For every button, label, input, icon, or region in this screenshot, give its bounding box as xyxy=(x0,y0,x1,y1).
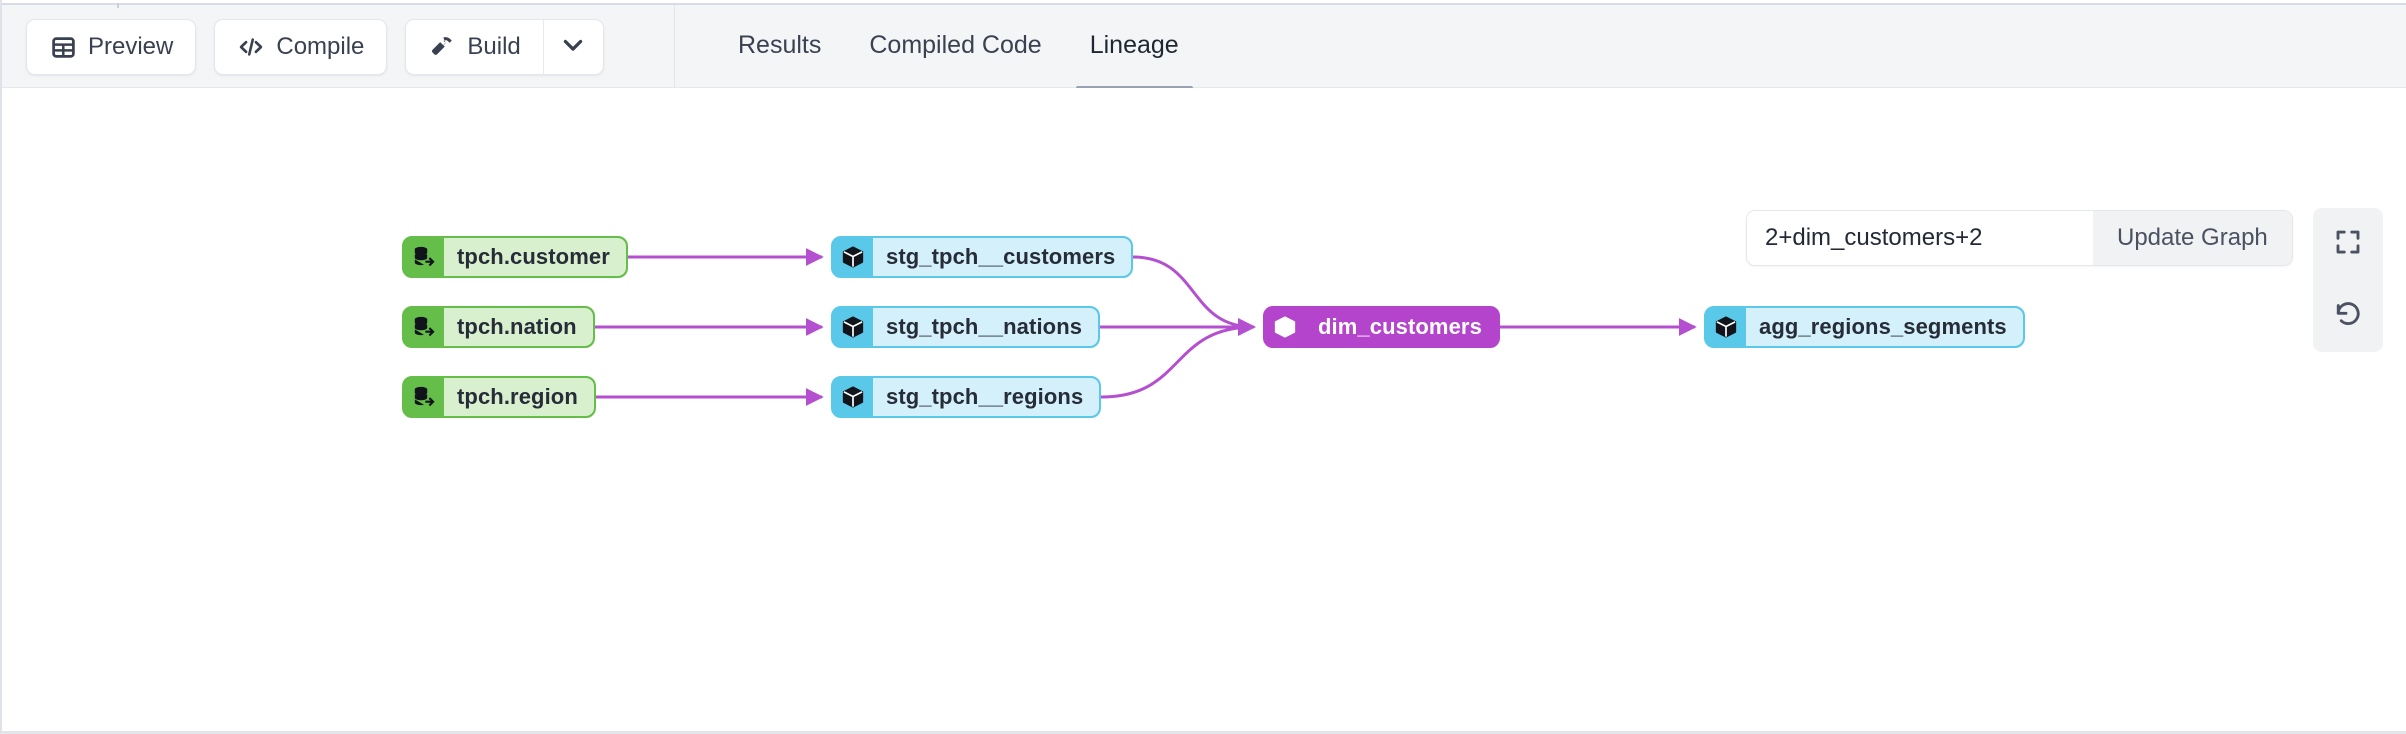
lineage-node-label: stg_tpch__nations xyxy=(873,308,1099,346)
lineage-node-stg_customers[interactable]: stg_tpch__customers xyxy=(831,236,1134,278)
cube-icon xyxy=(1706,308,1746,346)
toolbar-divider xyxy=(674,5,675,90)
lineage-node-label: dim_customers xyxy=(1305,308,1498,346)
graph-control-stack xyxy=(2313,208,2383,352)
lineage-edge xyxy=(1100,318,1256,399)
chevron-down-icon xyxy=(559,31,587,64)
tab-compiled-code[interactable]: Compiled Code xyxy=(845,5,1065,90)
cube-icon xyxy=(833,308,873,346)
lineage-node-src_nation[interactable]: tpch.nation xyxy=(402,306,595,348)
compile-button[interactable]: Compile xyxy=(214,19,388,75)
editor-toolbar: Preview Compile xyxy=(2,3,2406,90)
build-split-button: Build xyxy=(405,19,604,75)
cube-icon xyxy=(833,238,873,276)
lineage-node-src_customer[interactable]: tpch.customer xyxy=(402,236,628,278)
tab-results[interactable]: Results xyxy=(714,5,845,90)
lineage-node-stg_nations[interactable]: stg_tpch__nations xyxy=(831,306,1101,348)
lineage-node-label: tpch.nation xyxy=(444,308,593,346)
cube-icon xyxy=(1265,308,1305,346)
build-button-label: Build xyxy=(467,33,521,60)
fullscreen-icon xyxy=(2333,227,2363,262)
tab-results-label: Results xyxy=(738,31,822,59)
toolbar-button-group: Preview Compile xyxy=(26,19,604,75)
reset-graph-button[interactable] xyxy=(2313,280,2383,352)
lineage-node-dim_customers[interactable]: dim_customers xyxy=(1263,306,1500,348)
tab-lineage-label: Lineage xyxy=(1089,31,1179,59)
update-graph-label: Update Graph xyxy=(2117,224,2268,251)
lineage-canvas[interactable]: tpch.customer tpch.nation tpch.region stg_t… xyxy=(2,88,2406,731)
lineage-node-label: agg_regions_segments xyxy=(1746,308,2023,346)
panel-tabs: Results Compiled Code Lineage xyxy=(714,5,1203,90)
preview-button[interactable]: Preview xyxy=(26,19,197,75)
code-icon xyxy=(237,33,265,61)
tab-lineage[interactable]: Lineage xyxy=(1066,5,1203,90)
graph-selector-bar: Update Graph xyxy=(1746,210,2293,266)
lineage-node-label: tpch.region xyxy=(444,378,594,416)
graph-selector-input[interactable] xyxy=(1747,211,2093,265)
lineage-node-label: stg_tpch__customers xyxy=(873,238,1132,276)
database-icon xyxy=(404,238,444,276)
lineage-node-stg_regions[interactable]: stg_tpch__regions xyxy=(831,376,1102,418)
hammer-icon xyxy=(428,33,456,61)
table-icon xyxy=(49,33,77,61)
reset-icon xyxy=(2333,299,2363,334)
lineage-node-label: stg_tpch__regions xyxy=(873,378,1100,416)
lineage-edges xyxy=(595,248,1697,406)
build-button[interactable]: Build xyxy=(406,20,543,74)
update-graph-button[interactable]: Update Graph xyxy=(2093,211,2292,265)
lineage-node-label: tpch.customer xyxy=(444,238,626,276)
fullscreen-button[interactable] xyxy=(2313,208,2383,280)
cube-icon xyxy=(833,378,873,416)
lineage-node-src_region[interactable]: tpch.region xyxy=(402,376,596,418)
toolbar-nub xyxy=(117,3,119,8)
compile-button-label: Compile xyxy=(276,33,365,60)
database-icon xyxy=(404,378,444,416)
build-dropdown-toggle[interactable] xyxy=(542,20,603,74)
tab-compiled-code-label: Compiled Code xyxy=(869,31,1042,59)
preview-button-label: Preview xyxy=(88,33,174,60)
lineage-edge xyxy=(1132,255,1256,336)
database-icon xyxy=(404,308,444,346)
lineage-node-agg_regions[interactable]: agg_regions_segments xyxy=(1704,306,2025,348)
